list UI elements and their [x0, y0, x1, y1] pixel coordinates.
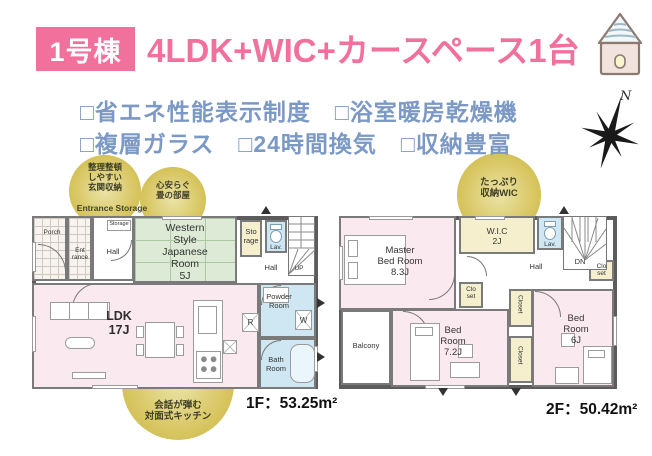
ldk-label: LDK 17J: [106, 309, 132, 338]
toilet-icon: [270, 224, 282, 230]
toilet-icon: [270, 230, 282, 243]
toilet-icon: [544, 227, 556, 240]
storage-top-label: Storage: [109, 221, 129, 227]
closet-c-label: Closet: [516, 295, 524, 314]
washing-machine-icon: W: [295, 310, 312, 330]
refrigerator-icon: R: [242, 313, 259, 332]
unit-badge: 1号棟: [36, 27, 135, 71]
sofa-icon: [50, 302, 110, 320]
vent-arrow-icon: [511, 388, 521, 396]
vanity-icon: [263, 287, 289, 303]
vent-arrow-icon: [317, 298, 325, 308]
window-mark: [613, 316, 617, 346]
dining-chair-icon: [176, 344, 184, 356]
underfloor-storage-icon: [223, 340, 237, 354]
feature-line-2: □複層ガラス □24時間換気 □収納豊富: [80, 131, 512, 157]
japanese-room-label: Western Style Japanese Room 5J: [162, 222, 208, 283]
bubble-wic-text: たっぷり 収納WIC: [479, 177, 518, 200]
window-mark: [162, 216, 202, 220]
wic-label: W.I.C 2J: [486, 226, 508, 246]
tv-board-icon: [72, 372, 106, 379]
stairs-icon-1f: [288, 216, 315, 276]
dining-chair-icon: [136, 344, 144, 356]
lav-1f-label: Lav.: [270, 244, 282, 251]
room-closet-c: [509, 289, 533, 327]
floor1-area-label: 1F：53.25m²: [246, 395, 338, 412]
dining-table-icon: [145, 322, 175, 358]
bed-pillow: [348, 262, 358, 279]
porch-label: Porch: [43, 229, 61, 236]
door-arc: [467, 256, 487, 276]
room-storage-1f: [240, 220, 262, 257]
vent-arrow-icon: [261, 206, 271, 214]
house-icon: [597, 12, 643, 76]
room-japanese: [133, 216, 237, 283]
dining-chair-icon: [136, 326, 144, 338]
floor2-area-label: 2F：50.42m²: [546, 401, 638, 418]
feature-line-1: □省エネ性能表示制度 □浴室暖房乾燥機: [80, 99, 518, 125]
dn-label: DN: [574, 257, 586, 266]
toilet-icon: [544, 221, 556, 227]
chair-icon: [561, 333, 575, 347]
window-mark: [32, 316, 36, 352]
page-title: 4LDK+WIC+カースペース1台: [147, 32, 580, 69]
bed-pillow: [415, 327, 433, 336]
hall-2f-label: Hall: [529, 262, 543, 271]
window-mark: [92, 385, 138, 389]
balcony-label: Balcony: [352, 341, 380, 350]
entrance-label: Ent rance: [71, 247, 89, 262]
coffee-table-icon: [65, 337, 95, 349]
lav-2f-label: Lav.: [544, 241, 556, 248]
bubble-entrance-storage: 整理整頓 しやすい 玄関収納: [69, 155, 141, 227]
powder-label: Powder Room: [266, 292, 292, 310]
closet-b-label: Clo set: [466, 286, 476, 301]
vent-arrow-icon: [559, 206, 569, 214]
up-label: UP: [294, 265, 304, 272]
bubble-tatami-text: 心安らぐ 畳の部屋: [155, 180, 190, 201]
storage-1f-label: Sto rage: [243, 227, 259, 245]
bath-label: Bath Room: [265, 355, 286, 373]
stove-icon: [196, 351, 221, 379]
bedroom-2-label: Bed Room 7.2J: [440, 325, 466, 358]
sink-icon: [198, 306, 217, 334]
chair-icon: [458, 344, 473, 358]
room-entrance: [67, 216, 92, 281]
stairs-icon-2f: [563, 216, 607, 270]
compass-icon: N: [576, 86, 648, 170]
floor-plan-1f: R W Porch Ent rance Hall Storage Western…: [32, 216, 318, 389]
compass-north-label: N: [619, 89, 632, 104]
bed-pillow: [588, 350, 605, 358]
bed-pillow: [348, 240, 358, 257]
room-balcony: [341, 310, 391, 385]
closet-d-label: Closet: [516, 346, 524, 365]
window-mark: [475, 216, 505, 220]
storage-top-box: [107, 220, 131, 231]
bedroom-3-label: Bed Room 6J: [563, 313, 589, 346]
dining-chair-icon: [176, 326, 184, 338]
room-wic: [459, 216, 535, 254]
bubble-entrance-text: 整理整頓 しやすい 玄関収納: [87, 162, 122, 193]
desk-icon: [450, 362, 480, 378]
desk-icon: [555, 367, 579, 384]
window-mark: [369, 216, 413, 220]
bathtub-icon: [290, 344, 315, 383]
window-mark: [32, 242, 36, 272]
window-mark: [339, 246, 343, 280]
bubble-kitchen-text: 会話が弾む 対面式キッチン: [144, 400, 212, 423]
floor-plan-2f: Master Bed Room 8.3J W.I.C 2J Lav. DN Ha…: [339, 216, 617, 389]
hall2-label: Hall: [264, 263, 278, 272]
hall-1f-label: Hall: [106, 247, 120, 256]
vent-arrow-icon: [438, 388, 448, 396]
closet-a-label: Clo set: [596, 263, 607, 278]
room-closet-b: [459, 282, 483, 308]
vent-arrow-icon: [317, 352, 325, 362]
master-bedroom-label: Master Bed Room 8.3J: [377, 245, 423, 278]
bubble-entrance-en-text: Entrance Storage: [76, 203, 148, 213]
